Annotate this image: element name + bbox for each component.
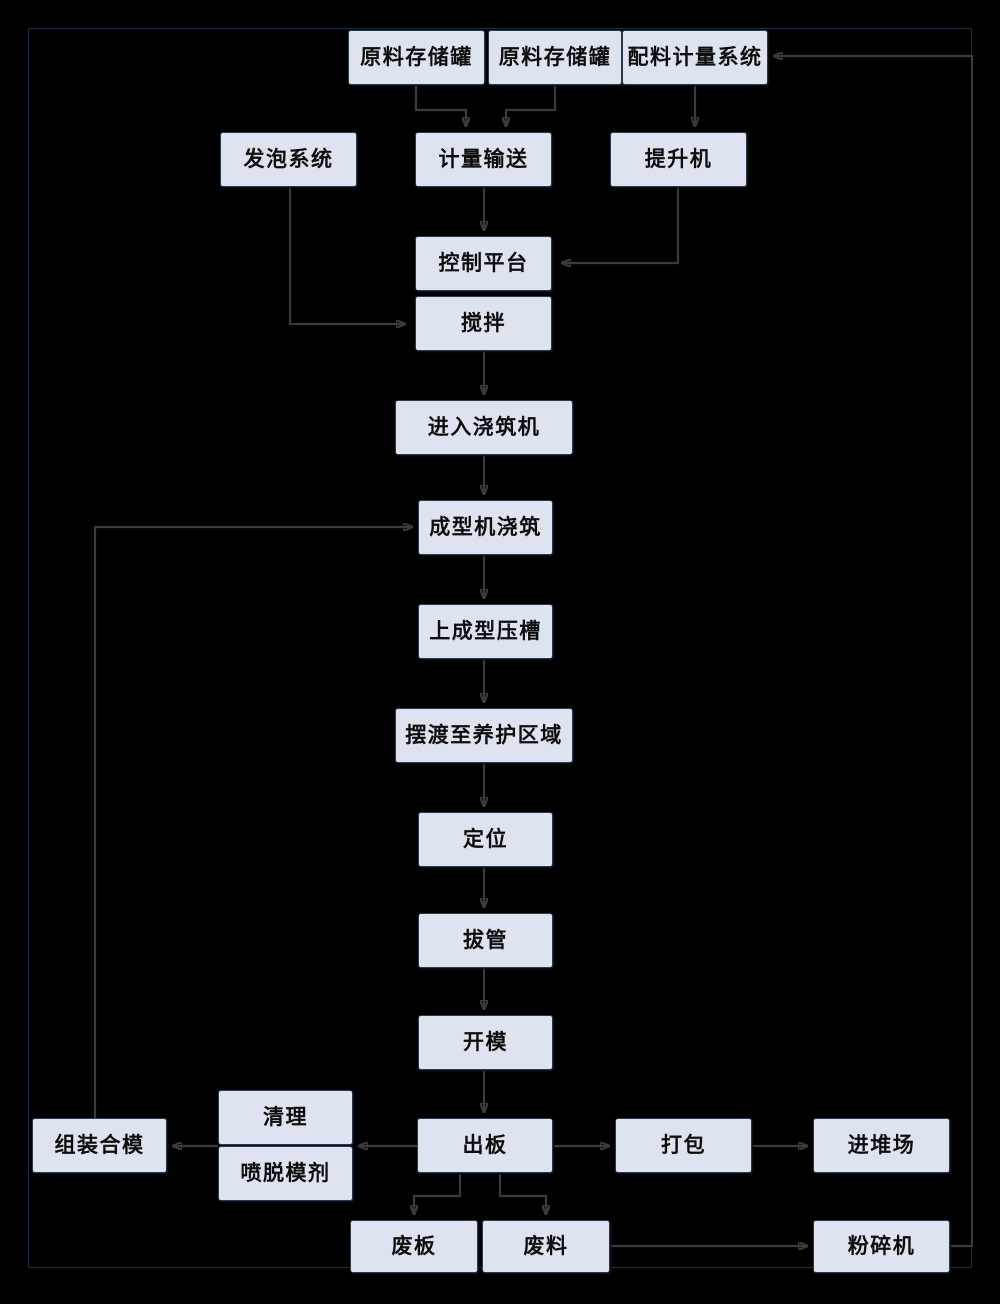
node-positioning[interactable]: 定位 — [418, 812, 553, 867]
node-label-control: 控制平台 — [438, 251, 529, 275]
node-label-elevator: 提升机 — [644, 147, 713, 171]
node-assemble[interactable]: 组装合模 — [32, 1118, 167, 1173]
edge-raw-tank-2-to-metering — [506, 85, 557, 126]
node-label-cleaning: 清理 — [263, 1105, 308, 1129]
node-raw_tank_2[interactable]: 原料存储罐 — [488, 30, 622, 85]
node-label-packing: 打包 — [661, 1133, 706, 1157]
node-ferry_cure[interactable]: 摆渡至养护区域 — [395, 708, 573, 763]
node-label-assemble: 组装合模 — [54, 1133, 145, 1157]
node-stack_yard[interactable]: 进堆场 — [813, 1118, 950, 1173]
node-waste_board[interactable]: 废板 — [350, 1220, 478, 1273]
node-waste_mat[interactable]: 废料 — [482, 1220, 610, 1273]
node-label-pull_pipe: 拔管 — [463, 928, 508, 952]
edge-foaming-to-mixing — [288, 187, 405, 324]
node-elevator[interactable]: 提升机 — [610, 132, 747, 187]
node-label-raw_tank_2: 原料存储罐 — [498, 45, 612, 69]
node-label-raw_tank_1: 原料存储罐 — [360, 45, 473, 69]
node-press_slot[interactable]: 上成型压槽 — [418, 604, 553, 659]
node-into_caster[interactable]: 进入浇筑机 — [395, 400, 573, 455]
node-label-into_caster: 进入浇筑机 — [427, 415, 541, 439]
edge-elevator-to-control — [562, 187, 680, 263]
node-foaming[interactable]: 发泡系统 — [220, 132, 357, 187]
node-label-stack_yard: 进堆场 — [847, 1133, 916, 1157]
node-label-ferry_cure: 摆渡至养护区域 — [405, 723, 563, 747]
node-label-out_board: 出板 — [462, 1133, 508, 1157]
node-label-crusher: 粉碎机 — [847, 1234, 916, 1258]
node-crusher[interactable]: 粉碎机 — [813, 1220, 950, 1273]
node-label-demold: 开模 — [463, 1030, 508, 1054]
node-raw_tank_1[interactable]: 原料存储罐 — [348, 30, 485, 85]
node-label-form_cast: 成型机浇筑 — [429, 515, 542, 539]
node-label-batching: 配料计量系统 — [627, 45, 763, 69]
node-packing[interactable]: 打包 — [615, 1118, 752, 1173]
node-cleaning[interactable]: 清理 — [218, 1090, 353, 1145]
node-batching[interactable]: 配料计量系统 — [622, 30, 768, 85]
edge-out-board-to-waste-board — [414, 1173, 462, 1214]
node-form_cast[interactable]: 成型机浇筑 — [418, 500, 553, 555]
edge-out-board-to-waste-mat — [498, 1173, 546, 1214]
edge-raw-tank-1-to-metering — [414, 85, 466, 126]
node-spray_agent[interactable]: 喷脱模剂 — [218, 1146, 353, 1201]
node-label-waste_mat: 废料 — [523, 1234, 569, 1258]
node-mixing[interactable]: 搅拌 — [415, 296, 552, 351]
node-label-waste_board: 废板 — [391, 1234, 437, 1258]
node-out_board[interactable]: 出板 — [417, 1118, 553, 1173]
node-metering[interactable]: 计量输送 — [415, 132, 552, 187]
edge-assemble-to-form-cast — [93, 527, 412, 1118]
node-demold[interactable]: 开模 — [418, 1015, 553, 1070]
node-control[interactable]: 控制平台 — [415, 236, 552, 291]
node-label-spray_agent: 喷脱模剂 — [240, 1161, 331, 1185]
node-label-foaming: 发泡系统 — [243, 147, 334, 171]
node-label-positioning: 定位 — [463, 827, 508, 851]
edge-crusher-to-batching — [774, 56, 974, 1248]
node-label-press_slot: 上成型压槽 — [429, 619, 542, 643]
node-pull_pipe[interactable]: 拔管 — [418, 913, 553, 968]
node-label-mixing: 搅拌 — [461, 311, 506, 335]
node-label-metering: 计量输送 — [438, 147, 529, 171]
